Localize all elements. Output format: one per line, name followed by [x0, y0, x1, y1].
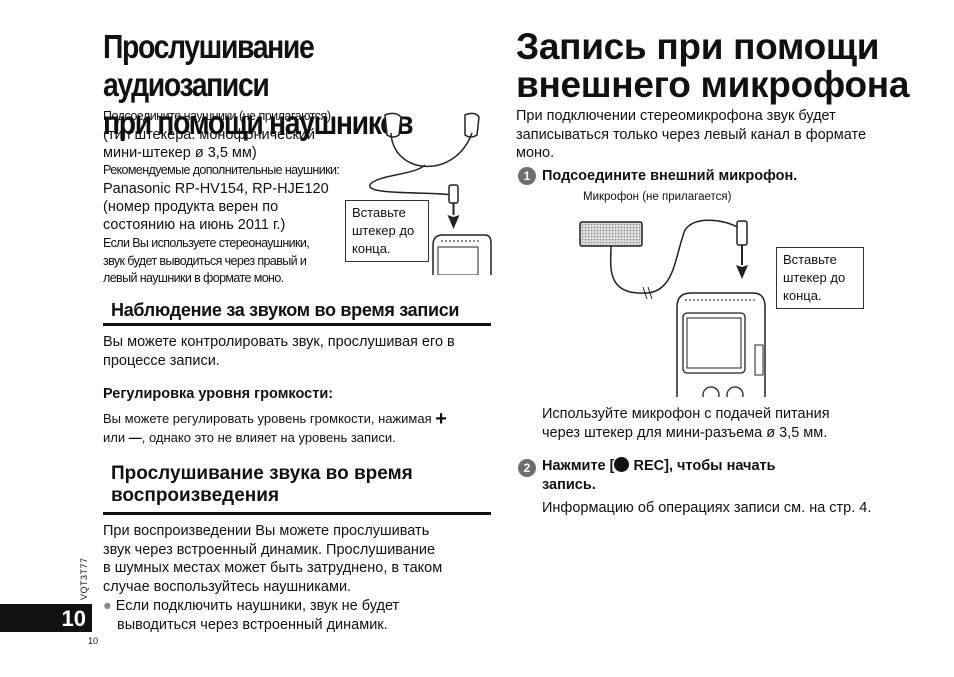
monitoring-text: Вы можете контролировать звук, прослушив… — [103, 334, 455, 369]
volume-subtitle: Регулировка уровня громкости: — [103, 386, 334, 402]
step-1-title: Подсоедините внешний микрофон. — [542, 168, 798, 184]
document-code: VQT3T77 — [79, 557, 89, 600]
headphone-connect-note: Подсоедините наушники (не прилагаются). — [103, 109, 334, 123]
microphone-label: Микрофон (не прилагается) — [583, 191, 732, 203]
step-2-badge: 2 — [518, 459, 536, 477]
stereo-mic-intro: При подключении стереомикрофона звук буд… — [516, 108, 867, 161]
plus-symbol: + — [435, 408, 447, 430]
record-icon — [614, 457, 630, 472]
bullet-icon: ● — [103, 598, 112, 614]
page-number: 10 — [88, 636, 99, 646]
power-plug-note: Используйте микрофон с подачей питания ч… — [542, 406, 830, 441]
step-2-title: Нажмите [ REC], чтобы начать запись. — [542, 457, 776, 493]
left-insert-plug-callout: Вставьте штекер до конца. — [345, 200, 429, 262]
volume-text: Вы можете регулировать уровень громкости… — [103, 408, 447, 445]
step-1-badge: 1 — [518, 167, 536, 185]
headphones-illustration — [369, 112, 492, 275]
step-2-text: Информацию об операциях записи см. на ст… — [542, 500, 872, 516]
playback-text: При воспроизведении Вы можете прослушива… — [103, 523, 443, 595]
playback-section-title: Прослушивание звука во время воспроизвед… — [111, 463, 413, 506]
headphone-models: Panasonic RP-HV154, RP-HJE120 (номер про… — [103, 181, 329, 233]
minus-symbol: — — [128, 429, 142, 445]
stereo-headphones-note: Если Вы используете стереонаушники, звук… — [103, 236, 310, 285]
external-microphone-illustration — [579, 219, 766, 397]
left-page-title: Прослушивание аудиозаписи при помощи нау… — [103, 28, 414, 141]
right-insert-plug-callout: Вставьте штекер до конца. — [776, 247, 864, 309]
right-page-title: Запись при помощи внешнего микрофона — [516, 26, 910, 105]
plug-type-text: (тип штекера: монофонический мини-штекер… — [103, 127, 315, 161]
speaker-bullet: ● Если подключить наушники, звук не буде… — [103, 598, 400, 633]
section-divider — [103, 323, 491, 326]
page-number-tab: 10 — [0, 604, 92, 632]
section-divider — [103, 512, 491, 515]
recommended-headphones-label: Рекомендуемые дополнительные наушники: — [103, 163, 340, 177]
monitoring-section-title: Наблюдение за звуком во время записи — [111, 300, 460, 320]
